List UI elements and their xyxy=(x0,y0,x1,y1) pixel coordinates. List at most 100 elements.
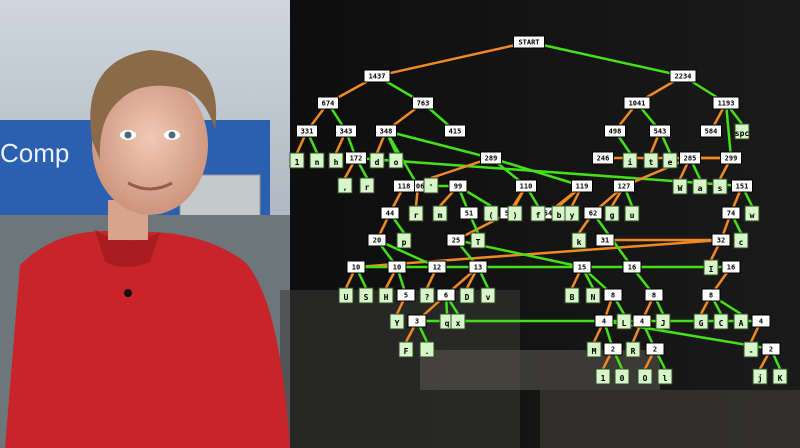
tree-leaf-char: D xyxy=(465,293,470,302)
tree-leaf-char: W xyxy=(678,184,683,193)
tree-node-label: 8 xyxy=(652,292,656,300)
tree-node-label: 5 xyxy=(404,292,408,300)
tree-edge xyxy=(724,102,733,159)
tree-node-label: 2 xyxy=(611,346,615,354)
tree-leaf: W xyxy=(672,178,688,195)
tree-node-label: 6 xyxy=(444,292,448,300)
tree-node: 5 xyxy=(396,288,416,302)
tree-leaf: F xyxy=(398,341,414,358)
tree-node-label: 119 xyxy=(576,183,589,191)
tree-leaf-char: K xyxy=(778,374,783,383)
tree-leaf-char: M xyxy=(592,347,597,356)
tree-leaf: M xyxy=(586,341,602,358)
tree-node: 1041 xyxy=(623,96,651,110)
tree-node-label: 118 xyxy=(398,183,411,191)
tree-leaf-char: F xyxy=(404,347,409,356)
tree-node-label: 99 xyxy=(454,183,462,191)
tree-node: 13 xyxy=(468,260,488,274)
tree-node: 10 xyxy=(387,260,407,274)
tree-leaf-char: O xyxy=(643,374,648,383)
tree-leaf: s xyxy=(712,178,728,195)
tree-leaf-char: G xyxy=(699,319,704,328)
tree-node-label: 285 xyxy=(684,155,697,163)
tree-node-label: 51 xyxy=(465,210,473,218)
tree-leaf-char: U xyxy=(344,293,349,302)
tree-node: 172 xyxy=(345,151,367,165)
tree-leaf: a xyxy=(692,178,708,195)
tree-leaf: 0 xyxy=(614,368,630,385)
tree-node: 246 xyxy=(592,151,614,165)
tree-node: 51 xyxy=(459,206,479,220)
tree-edge xyxy=(528,40,684,78)
tree-node-label: 206 xyxy=(412,183,425,191)
tree-leaf-char: L xyxy=(622,319,627,328)
tree-node: 6 xyxy=(436,288,456,302)
tree-leaf-char: y xyxy=(570,211,575,220)
tree-node: 2 xyxy=(761,342,781,356)
tree-leaf: d xyxy=(369,152,385,169)
tree-leaf-char: o xyxy=(394,158,399,167)
tree-leaf-char: p xyxy=(402,238,407,247)
tree-leaf-char: j xyxy=(758,373,763,383)
tree-leaf: r xyxy=(359,177,375,194)
tree-leaf-char: R xyxy=(631,347,636,356)
tree-node: 118 xyxy=(393,179,415,193)
tree-leaf-char: v xyxy=(486,293,491,302)
tree-leaf: , xyxy=(337,177,353,194)
tree-node-label: 2234 xyxy=(675,73,692,81)
tree-node: 674 xyxy=(317,96,339,110)
tree-leaf: k xyxy=(571,232,587,249)
tree-leaf: N xyxy=(585,287,601,304)
tree-node: 2234 xyxy=(669,69,697,83)
tree-edge xyxy=(603,319,772,351)
tree-node-label: 16 xyxy=(628,264,636,272)
tree-node-label: 110 xyxy=(520,183,533,191)
tree-leaf: g xyxy=(604,205,620,222)
tree-edge xyxy=(355,238,722,269)
tree-leaf-char: B xyxy=(570,293,575,302)
tree-leaf-char: I xyxy=(709,265,714,274)
tree-leaf-char: e xyxy=(668,158,673,167)
tree-leaf-char: l xyxy=(663,374,668,383)
tree-node: 4 xyxy=(594,314,614,328)
tree-node-label: 54 xyxy=(544,210,552,218)
tree-node-label: 44 xyxy=(386,210,394,218)
tree-node: 8 xyxy=(644,288,664,302)
tree-leaf: v xyxy=(480,287,496,304)
tree-leaf: C xyxy=(713,313,729,330)
tree-leaf-char: m xyxy=(438,211,443,220)
tree-node: 289 xyxy=(480,151,502,165)
tree-leaf: e xyxy=(662,152,678,169)
tree-node-label: 1437 xyxy=(369,73,386,81)
tree-leaf: o xyxy=(388,152,404,169)
tree-leaf-char: d xyxy=(375,158,380,167)
tree-leaf-char: f xyxy=(536,211,541,220)
tree-leaf-char: 0 xyxy=(620,374,625,383)
tree-node: 763 xyxy=(412,96,434,110)
tree-leaf-char: J xyxy=(661,319,666,328)
tree-node: 584 xyxy=(700,124,722,138)
tree-node: 8 xyxy=(603,288,623,302)
tree-node: 348 xyxy=(375,124,397,138)
tree-leaf-char: S xyxy=(364,293,369,302)
tree-node: 16 xyxy=(622,260,642,274)
tree-leaf: p xyxy=(396,232,412,249)
face xyxy=(92,75,208,215)
tree-node: 415 xyxy=(444,124,466,138)
tree-leaf: m xyxy=(432,205,448,222)
tree-node: 16 xyxy=(721,260,741,274)
tree-node-label: 151 xyxy=(736,183,749,191)
tree-leaf: T xyxy=(470,232,486,249)
tree-node-label: 10 xyxy=(352,264,360,272)
tree-leaf: 1 xyxy=(595,368,611,385)
tree-node: 151 xyxy=(731,179,753,193)
tree-leaf: l xyxy=(657,368,673,385)
tree-node-label: 8 xyxy=(611,292,615,300)
tree-leaf: n xyxy=(309,152,325,169)
tree-node-label: 25 xyxy=(452,237,460,245)
tree-node-label: 4 xyxy=(640,318,644,326)
tree-node-label: 415 xyxy=(449,128,462,136)
tree-node: 331 xyxy=(296,124,318,138)
tree-leaf: c xyxy=(733,232,749,249)
